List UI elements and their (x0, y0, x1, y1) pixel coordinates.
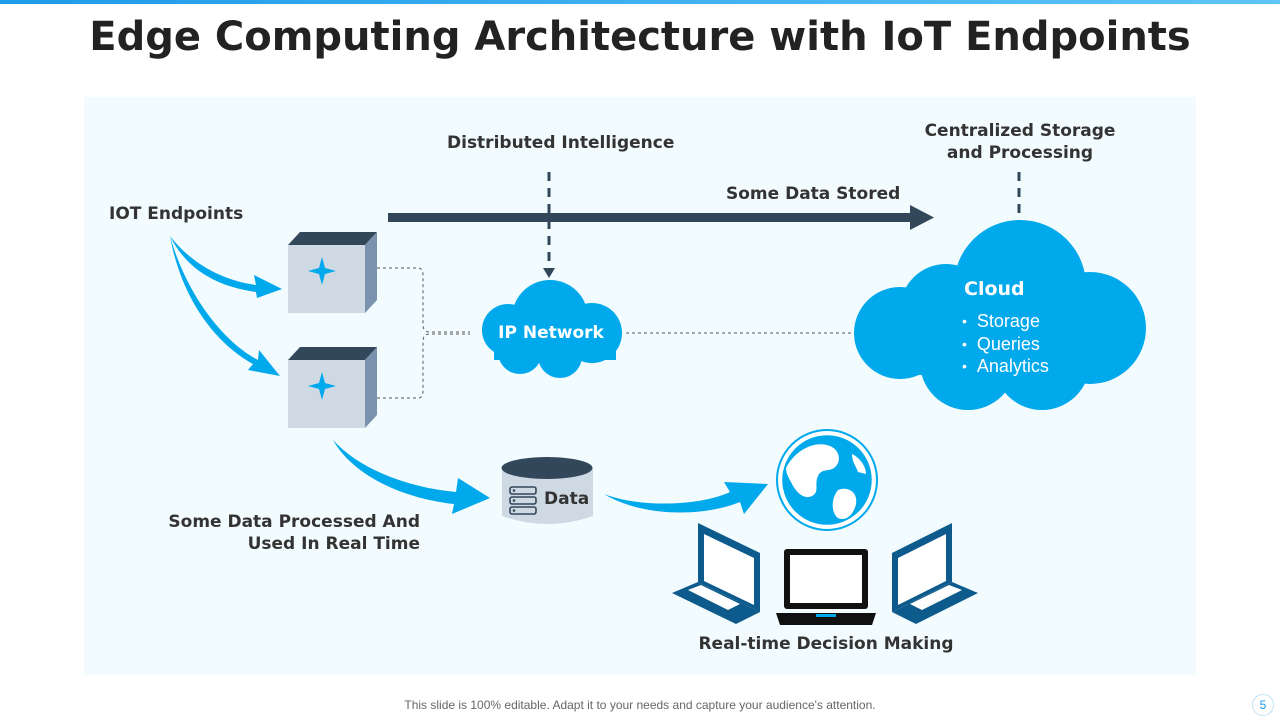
cloud-title: Cloud (964, 278, 1025, 300)
footer-note: This slide is 100% editable. Adapt it to… (404, 698, 876, 712)
processed-data-arrow (333, 440, 490, 514)
some-data-stored-label: Some Data Stored (726, 184, 901, 204)
data-globe-arrow (604, 482, 768, 514)
realtime-decision-label: Real-time Decision Making (698, 634, 954, 654)
iot-curved-arrows (170, 236, 282, 376)
globe-icon (776, 429, 878, 531)
cloud-feature-item: Queries (962, 333, 1049, 356)
page-number-badge: 5 (1252, 694, 1274, 716)
distributed-intelligence-arrow (543, 172, 555, 278)
cloud-icon (854, 220, 1146, 410)
data-processed-label: Some Data Processed And Used In Real Tim… (150, 512, 420, 554)
cloud-feature-list: Storage Queries Analytics (962, 310, 1049, 378)
data-processed-line2: Used In Real Time (247, 534, 420, 554)
cloud-feature-item: Storage (962, 310, 1049, 333)
server-cube-icon (288, 232, 377, 313)
iot-endpoints-label: IOT Endpoints (109, 204, 244, 224)
cube-network-connectors (377, 267, 470, 399)
centralized-storage-line1: Centralized Storage (924, 121, 1116, 141)
laptop-icon (672, 523, 760, 624)
server-cube-icon (288, 347, 377, 428)
laptop-icon (892, 523, 978, 624)
distributed-intelligence-label: Distributed Intelligence (447, 133, 675, 153)
database-icon (501, 457, 593, 524)
centralized-storage-label: Centralized Storage and Processing (900, 121, 1140, 163)
top-accent-bar (0, 0, 1280, 4)
data-processed-line1: Some Data Processed And (168, 512, 420, 532)
centralized-storage-line2: and Processing (946, 143, 1094, 163)
cloud-feature-item: Analytics (962, 355, 1049, 378)
laptop-icon (776, 549, 876, 625)
some-data-stored-arrow (388, 205, 934, 230)
ip-network-label: IP Network (498, 323, 604, 343)
cloud-icon (482, 280, 622, 378)
page-title: Edge Computing Architecture with IoT End… (89, 14, 1191, 60)
database-label: Data (544, 489, 590, 509)
